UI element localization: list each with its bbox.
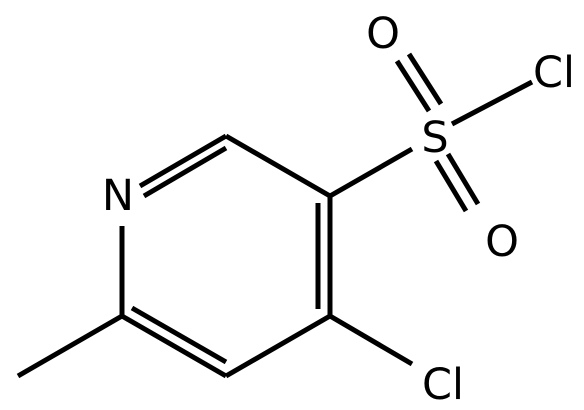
bond-n-c2-inner [142, 145, 228, 199]
bond-methyl [16, 313, 124, 379]
bond-c4-cl [328, 313, 414, 367]
bond-n-c2 [138, 133, 228, 189]
bond-c5-c6-inner [130, 305, 228, 365]
atom-s: S [421, 113, 448, 163]
atom-cl-sulfonyl: Cl [533, 48, 575, 98]
atom-n: N [102, 171, 134, 221]
bond-c3-s [328, 146, 414, 199]
bond-c5-c6 [120, 313, 228, 379]
bond-c4-c5 [224, 313, 332, 379]
bond-s-o-bottom-b [445, 152, 481, 206]
bond-s-o-bottom-a [433, 159, 469, 213]
bond-s-cl [450, 79, 534, 127]
bond-c2-c3 [224, 133, 332, 199]
atom-o-top: O [366, 9, 400, 59]
atom-cl-ring: Cl [422, 360, 464, 410]
bond-s-o-top-a [394, 59, 432, 113]
atom-o-bottom: O [485, 217, 519, 267]
bond-s-o-top-b [406, 52, 444, 106]
